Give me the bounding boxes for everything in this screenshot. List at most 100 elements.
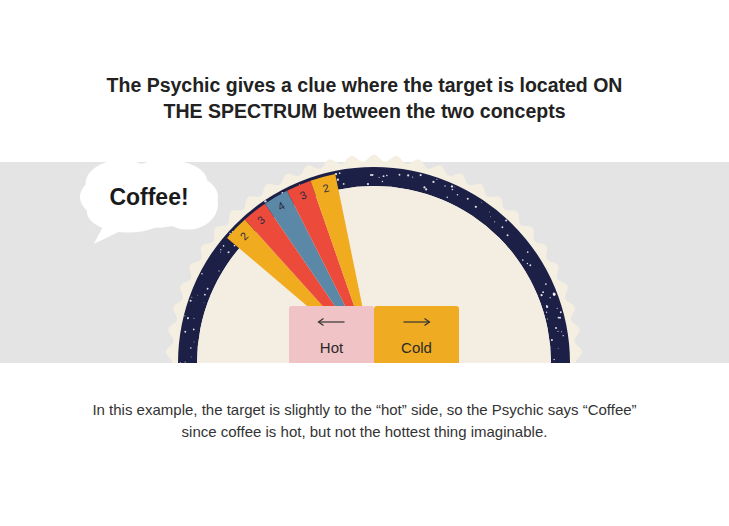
star-dot [201, 273, 203, 275]
star-dot [481, 201, 483, 203]
star-dot [193, 341, 195, 343]
star-dot [527, 263, 528, 264]
star-dot [203, 302, 205, 304]
score-number: 3 [255, 213, 267, 226]
star-dot [223, 245, 225, 247]
star-dot [407, 174, 409, 176]
star-dot [542, 291, 544, 293]
arrow-shaft [404, 321, 430, 322]
dial-ring [178, 167, 570, 363]
star-dot [370, 174, 372, 176]
star-dot [467, 198, 469, 200]
star-dot [190, 300, 192, 302]
score-number: 3 [298, 189, 308, 202]
star-dot [546, 306, 548, 308]
star-dot [557, 308, 558, 309]
star-dot [551, 339, 553, 341]
star-dot [190, 356, 192, 358]
star-dot [527, 251, 529, 253]
score-number: 4 [276, 200, 287, 213]
star-dot [436, 179, 437, 180]
star-dot [545, 283, 547, 285]
star-dot [218, 270, 219, 271]
star-dot [339, 172, 341, 174]
star-dot [555, 327, 557, 329]
star-dot [184, 331, 186, 333]
star-dot [446, 196, 448, 198]
caption-block: In this example, the target is slightly … [0, 399, 729, 443]
star-dot [197, 294, 199, 296]
star-dot [557, 331, 558, 332]
star-dot [560, 311, 562, 313]
star-dot [204, 294, 206, 296]
star-dot [457, 194, 459, 196]
star-dot [399, 174, 401, 176]
star-dot [423, 186, 425, 188]
star-dot [454, 186, 456, 188]
star-dot [190, 347, 192, 349]
star-dot [547, 318, 548, 319]
star-dot [184, 315, 185, 316]
star-dot [553, 293, 555, 295]
concept-card: Hot [289, 306, 374, 363]
star-dot [522, 259, 524, 261]
arrow-head [425, 319, 430, 326]
caption-text: In this example, the target is slightly … [80, 399, 650, 443]
star-dot [264, 200, 266, 202]
star-dot [490, 216, 492, 218]
star-dot [379, 177, 380, 178]
dial-face [197, 186, 551, 363]
score-number: 2 [321, 181, 330, 194]
concept-label: Cold [401, 339, 432, 357]
star-dot [563, 335, 564, 336]
star-dot [343, 183, 345, 185]
star-dot [220, 251, 221, 252]
star-dot [541, 294, 543, 296]
star-dot [367, 183, 369, 185]
star-dot [444, 185, 445, 186]
star-dot [425, 188, 427, 190]
star-dot [191, 297, 192, 298]
star-dot [412, 176, 413, 177]
star-dot [557, 348, 559, 350]
arrow-head [319, 319, 324, 326]
star-dot [554, 293, 556, 295]
star-dot [207, 288, 209, 290]
concept-label: Hot [320, 339, 343, 357]
star-dot [452, 189, 454, 191]
star-dot [561, 331, 562, 332]
star-dot [546, 305, 547, 306]
star-dot [529, 264, 531, 266]
bubble-tail [94, 218, 130, 244]
star-dot [507, 234, 509, 236]
dial-group [166, 155, 582, 364]
star-dot [193, 329, 195, 331]
title-block: The Psychic gives a clue where the targe… [0, 72, 729, 124]
arrow-shaft [319, 321, 345, 322]
star-dot [234, 245, 236, 247]
star-dot [451, 185, 453, 187]
star-dot [541, 294, 542, 295]
star-dot [432, 181, 434, 183]
star-dot [505, 220, 507, 222]
score-number: 2 [237, 230, 250, 243]
star-dot [187, 317, 189, 319]
star-dot [553, 293, 555, 295]
star-dot [337, 179, 339, 181]
star-dot [501, 226, 503, 228]
star-dot [475, 206, 477, 208]
star-dot [227, 251, 229, 253]
scalloped-rim [166, 155, 582, 364]
star-dot [180, 362, 181, 363]
star-dot [550, 297, 551, 298]
concept-card: Cold [374, 306, 459, 363]
star-dot [553, 359, 554, 360]
clue-text: Coffee! [109, 184, 188, 211]
star-dot [559, 317, 561, 319]
star-dot [420, 174, 422, 176]
star-dot [185, 361, 186, 362]
speech-bubble: Coffee! [80, 160, 218, 234]
star-dot [382, 181, 383, 182]
star-dot [494, 221, 495, 222]
